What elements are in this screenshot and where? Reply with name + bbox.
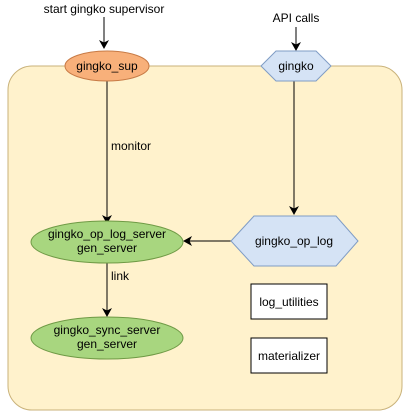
svg-text:gingko_sync_server: gingko_sync_server (54, 323, 161, 337)
materializer-node: materializer (250, 337, 328, 374)
svg-text:log_utilities: log_utilities (259, 295, 318, 309)
svg-text:gingko_sup: gingko_sup (76, 59, 138, 73)
op-log-node: gingko_op_log (230, 215, 359, 267)
monitor-edge-label: monitor (111, 139, 151, 153)
sync-server-node: gingko_sync_server gen_server (30, 316, 184, 360)
gingko-sup-node: gingko_sup (64, 50, 150, 82)
op-log-server-node: gingko_op_log_server gen_server (30, 220, 184, 264)
svg-text:gen_server: gen_server (77, 337, 137, 351)
svg-text:materializer: materializer (258, 349, 320, 363)
api-calls-label: API calls (273, 11, 320, 25)
svg-text:gen_server: gen_server (77, 241, 137, 255)
svg-text:gingko: gingko (278, 59, 314, 73)
link-edge-label: link (111, 269, 130, 283)
svg-text:gingko_op_log_server: gingko_op_log_server (48, 227, 166, 241)
gingko-node: gingko (260, 50, 332, 82)
log-utilities-node: log_utilities (250, 283, 328, 320)
svg-text:gingko_op_log: gingko_op_log (255, 234, 333, 248)
start-supervisor-label: start gingko supervisor (44, 2, 165, 16)
